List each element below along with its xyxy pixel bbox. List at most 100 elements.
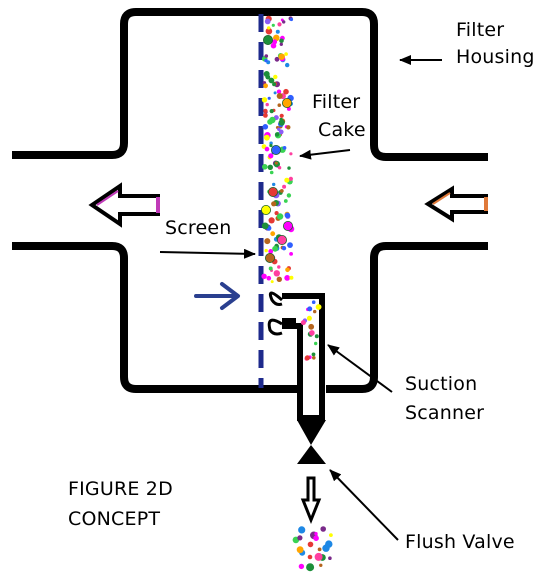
- suction-scanner: [267, 291, 325, 421]
- particle: [282, 220, 293, 231]
- particle: [270, 42, 277, 49]
- flush-valve: [297, 420, 326, 464]
- housing-lower-right-wall: [326, 242, 488, 393]
- particle: [264, 146, 270, 152]
- particle: [268, 77, 275, 84]
- particle: [315, 304, 322, 310]
- particle: [279, 113, 284, 118]
- particle: [287, 166, 291, 170]
- particle: [276, 89, 282, 94]
- particle: [296, 546, 304, 554]
- particle: [269, 116, 276, 124]
- particle: [285, 267, 290, 273]
- particle: [278, 129, 284, 135]
- particle: [261, 273, 267, 279]
- particle: [277, 22, 282, 27]
- filter-cake-label: Filter Cake: [312, 91, 367, 141]
- particle: [269, 170, 274, 175]
- particle: [279, 42, 283, 46]
- particle: [313, 535, 319, 541]
- particle: [264, 54, 269, 58]
- particle: [262, 35, 273, 46]
- particle: [263, 108, 268, 114]
- particle: [262, 164, 268, 170]
- particle: [307, 306, 313, 312]
- particle: [273, 91, 277, 95]
- particle: [314, 341, 318, 346]
- particle: [260, 204, 271, 215]
- particle: [314, 532, 318, 536]
- particle: [289, 17, 294, 22]
- inlet-arrow-tip-accent: [432, 192, 451, 205]
- particle: [311, 352, 316, 357]
- particle: [312, 356, 316, 360]
- particle: [282, 146, 287, 150]
- suction-flow-chevron: [194, 282, 240, 310]
- filter-housing-label: Filter Housing: [456, 19, 535, 68]
- scanner-particles: [300, 300, 322, 361]
- particle: [289, 152, 293, 156]
- particle: [284, 177, 290, 183]
- particle: [308, 323, 315, 330]
- particle: [268, 153, 274, 159]
- particle: [284, 212, 291, 219]
- particle: [277, 265, 281, 269]
- particle: [273, 74, 278, 80]
- particle: [271, 201, 277, 207]
- particle: [269, 143, 273, 148]
- particle: [284, 275, 291, 281]
- particle: [264, 252, 275, 263]
- particle: [264, 134, 270, 141]
- particle: [300, 320, 306, 326]
- particle: [276, 93, 283, 99]
- particle: [270, 144, 281, 155]
- particle: [264, 58, 268, 63]
- screen-leader: [159, 248, 256, 259]
- particle: [320, 526, 327, 532]
- particle: [265, 27, 273, 35]
- particle: [264, 18, 271, 25]
- suction-scanner-leader: [327, 344, 393, 393]
- particle: [270, 231, 276, 237]
- particle: [263, 71, 270, 77]
- figure-caption: FIGURE 2D CONCEPT: [68, 478, 179, 530]
- particle: [262, 124, 269, 130]
- particle: [306, 315, 312, 321]
- particle: [319, 563, 323, 567]
- particle: [304, 355, 310, 361]
- particle: [264, 248, 268, 253]
- particle: [307, 541, 314, 548]
- particle: [278, 119, 285, 126]
- particle: [276, 213, 284, 220]
- particle: [297, 535, 303, 541]
- particle: [268, 249, 274, 254]
- screen-label: Screen: [165, 217, 232, 239]
- particle: [267, 164, 273, 170]
- particle: [298, 526, 306, 534]
- particle: [314, 334, 319, 339]
- particle: [283, 199, 288, 203]
- particle: [264, 238, 271, 245]
- particle: [289, 252, 293, 256]
- particle: [274, 211, 279, 216]
- particle: [267, 96, 271, 100]
- particle: [274, 56, 280, 62]
- inlet-flow-arrow: [424, 185, 488, 223]
- discharge-arrow: [300, 476, 322, 525]
- housing-lower-wall: [12, 242, 298, 393]
- particle: [263, 83, 268, 89]
- filter-cake-leader: [299, 149, 351, 160]
- particle: [325, 540, 333, 548]
- particle: [288, 176, 293, 181]
- particle: [329, 533, 333, 537]
- particle: [298, 563, 305, 570]
- particle: [286, 193, 292, 198]
- particle: [279, 189, 284, 193]
- scanner-lip-lower: [267, 318, 283, 336]
- outlet-arrow-tip-accent: [96, 190, 119, 206]
- particle: [274, 132, 280, 137]
- suction-scanner-label: Suction Scanner: [405, 373, 484, 424]
- particle: [267, 26, 271, 30]
